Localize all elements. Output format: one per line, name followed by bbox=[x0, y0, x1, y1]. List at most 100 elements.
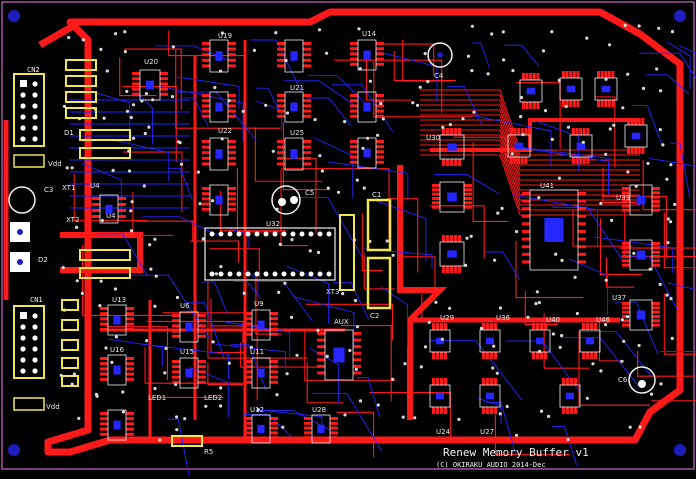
via bbox=[632, 251, 636, 255]
socket-pin bbox=[317, 231, 323, 237]
component-footprints bbox=[92, 39, 660, 444]
via bbox=[501, 30, 505, 34]
socket-pin bbox=[263, 231, 269, 237]
via bbox=[256, 408, 260, 412]
u12-label: U12 bbox=[250, 406, 264, 414]
via bbox=[634, 184, 638, 188]
top-trace bbox=[494, 414, 571, 456]
smd-ic bbox=[202, 39, 236, 73]
via bbox=[104, 346, 108, 350]
via bbox=[366, 136, 370, 140]
bottom-trace bbox=[168, 167, 193, 200]
bottom-trace bbox=[185, 302, 225, 358]
u-xt1-label: U4 bbox=[90, 182, 100, 190]
bottom-trace bbox=[107, 338, 163, 367]
smd-ic bbox=[519, 73, 543, 109]
d2-label: D2 bbox=[38, 256, 48, 264]
socket-pin bbox=[263, 271, 269, 277]
via bbox=[466, 54, 471, 58]
via bbox=[637, 24, 641, 28]
u13-label: U13 bbox=[112, 296, 126, 304]
socket-pin bbox=[281, 231, 287, 237]
header-pin bbox=[32, 335, 38, 341]
via bbox=[204, 404, 208, 408]
bottom-trace bbox=[514, 146, 610, 186]
c6-label: C6 bbox=[618, 376, 628, 384]
via bbox=[490, 32, 494, 36]
top-trace bbox=[336, 411, 375, 458]
header-pin bbox=[20, 368, 26, 374]
via bbox=[649, 392, 654, 396]
via bbox=[623, 23, 627, 27]
via bbox=[317, 28, 322, 32]
via bbox=[121, 390, 125, 394]
c5-label: C5 bbox=[305, 189, 314, 197]
via bbox=[353, 299, 358, 303]
via bbox=[510, 152, 514, 156]
smd-ic bbox=[277, 91, 311, 123]
vdd-pad-top bbox=[13, 154, 45, 168]
top-trace bbox=[209, 248, 260, 279]
bottom-trace bbox=[202, 281, 228, 313]
via bbox=[144, 92, 148, 96]
via bbox=[493, 258, 497, 262]
u29-label: U29 bbox=[440, 314, 454, 322]
smd-ic bbox=[202, 91, 236, 123]
via bbox=[361, 146, 365, 150]
via bbox=[620, 318, 624, 322]
smd-ic bbox=[622, 299, 660, 331]
via bbox=[612, 123, 616, 127]
header-pin bbox=[32, 125, 38, 131]
top-trace bbox=[124, 48, 182, 110]
via bbox=[129, 229, 134, 233]
top-trace bbox=[254, 127, 323, 182]
via bbox=[81, 38, 85, 42]
bottom-trace bbox=[568, 258, 609, 315]
power-traces-main bbox=[100, 40, 345, 440]
via bbox=[441, 125, 445, 129]
ground-trace-left bbox=[60, 232, 143, 273]
top-trace bbox=[594, 96, 616, 168]
c3-label: C3 bbox=[44, 186, 53, 194]
bottom-trace bbox=[593, 236, 674, 273]
bottom-trace bbox=[485, 251, 520, 280]
header-pin bbox=[32, 136, 38, 142]
bottom-trace bbox=[139, 343, 229, 379]
via bbox=[534, 302, 538, 306]
u36-label: U36 bbox=[496, 314, 511, 322]
resistor-r5 bbox=[171, 435, 203, 447]
top-trace bbox=[106, 326, 168, 380]
top-trace bbox=[306, 362, 344, 404]
smd-ic bbox=[429, 323, 451, 359]
socket-pin bbox=[254, 271, 260, 277]
via bbox=[337, 190, 341, 194]
via bbox=[448, 306, 452, 310]
u11-label: U11 bbox=[250, 348, 264, 356]
via bbox=[625, 315, 630, 319]
socket-pin bbox=[209, 231, 215, 237]
top-trace bbox=[663, 212, 696, 269]
bottom-trace bbox=[614, 301, 659, 355]
top-trace bbox=[421, 294, 487, 321]
top-trace bbox=[365, 50, 412, 101]
via bbox=[560, 258, 564, 262]
via bbox=[308, 249, 312, 253]
smd-ic bbox=[304, 414, 338, 444]
cn1-label: CN1 bbox=[30, 296, 43, 304]
board-credit: (C) OKIRAKU AUDIO 2014-Dec bbox=[436, 461, 546, 469]
bottom-trace bbox=[311, 392, 383, 452]
u37-label: U37 bbox=[612, 294, 626, 302]
smd-ic bbox=[350, 91, 384, 123]
via bbox=[519, 115, 523, 119]
top-trace bbox=[144, 347, 246, 384]
via bbox=[511, 69, 515, 73]
via bbox=[129, 115, 133, 120]
header-pin bbox=[20, 125, 26, 131]
bottom-trace bbox=[512, 194, 599, 246]
socket-pin bbox=[290, 231, 296, 237]
via bbox=[657, 26, 661, 30]
via bbox=[472, 110, 476, 114]
capacitor-c4 bbox=[427, 42, 453, 68]
u9-label: U9 bbox=[254, 300, 264, 308]
bottom-trace bbox=[649, 157, 696, 167]
